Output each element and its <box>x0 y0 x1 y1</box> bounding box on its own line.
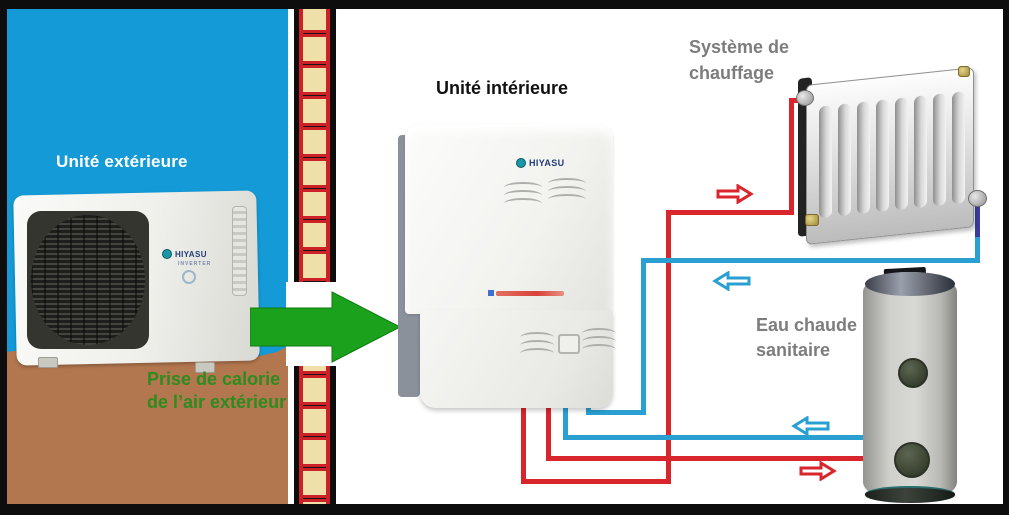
pipe-radiator-return-dark <box>975 205 980 238</box>
fan-grille-icon <box>31 215 145 345</box>
heating-system-label: Système de chauffage <box>689 34 789 86</box>
frame-top <box>0 0 1009 9</box>
heat-source-caption-line2: de l’air extérieur <box>147 392 287 412</box>
radiator-fin <box>819 105 832 219</box>
radiator-fin <box>857 101 870 215</box>
pipe-dhw-return <box>563 435 870 440</box>
outdoor-unit-foot <box>195 362 215 373</box>
flow-arrow-right-hot-icon <box>716 184 754 204</box>
pipe-heating-supply <box>666 210 671 484</box>
pipe-dhw-return <box>563 398 568 440</box>
tank-port <box>898 358 928 388</box>
dhw-label: Eau chaude sanitaire <box>756 313 857 363</box>
frame-right <box>1003 0 1009 515</box>
vent-lines-icon <box>520 332 554 343</box>
indoor-unit-brand: HIYASU <box>516 158 565 168</box>
radiator-fin <box>952 91 965 205</box>
flow-arrow-left-cold-icon <box>712 271 751 291</box>
heat-source-caption-line1: Prise de calorie <box>147 369 281 389</box>
vent-lines-icon <box>504 198 542 209</box>
flow-arrow-left-cold-icon <box>791 416 830 436</box>
indoor-unit-sticker <box>496 291 564 296</box>
pipe-radiator-return <box>641 258 646 415</box>
outdoor-unit-brand-sub: INVERTER <box>178 261 212 267</box>
brand-logo-icon <box>162 249 172 259</box>
radiator-fin <box>876 99 889 213</box>
pipe-heating-supply <box>789 98 794 215</box>
wall-bricks <box>303 0 326 505</box>
wall-gap <box>288 0 294 504</box>
frame-bottom <box>0 504 1009 515</box>
indoor-unit-label: Unité intérieure <box>436 78 569 98</box>
vent-lines-icon <box>520 348 554 359</box>
heat-source-caption: Prise de calorie de l’air extérieur <box>147 368 286 414</box>
outdoor-unit-brand: HIYASU <box>162 249 207 259</box>
pipe-heating-supply <box>521 398 526 484</box>
vent-lines-icon <box>548 186 586 197</box>
outdoor-unit-fan-frame <box>27 211 149 349</box>
wall-border-left <box>294 0 299 505</box>
indoor-unit-display <box>558 334 580 354</box>
vent-lines-icon <box>548 194 586 205</box>
brand-text: HIYASU <box>175 249 207 259</box>
radiator-fin <box>933 93 946 207</box>
heating-system-label-line2: chauffage <box>689 63 775 83</box>
pipe-heating-supply <box>666 210 794 215</box>
radiator-valve <box>968 190 987 207</box>
radiator-fin <box>838 103 851 217</box>
vent-lines-icon <box>582 344 616 355</box>
radiator-valve <box>958 66 970 77</box>
flow-arrow-right-hot-icon <box>799 461 837 481</box>
outdoor-ground <box>7 346 288 504</box>
pipe-heating-supply <box>521 479 671 484</box>
indoor-unit-lower-panel <box>420 310 613 408</box>
radiator-valve <box>805 214 819 226</box>
vent-lines-icon <box>504 190 542 201</box>
pipe-dhw-supply <box>546 456 870 461</box>
pipe-radiator-return <box>586 410 646 415</box>
vent-lines-icon <box>520 340 554 351</box>
indoor-unit <box>405 124 613 314</box>
heating-system-label-line1: Système de <box>689 37 790 57</box>
indoor-unit-sticker-icon <box>488 290 494 296</box>
heat-transfer-arrow-icon <box>250 291 402 363</box>
radiator <box>806 67 974 245</box>
brand-logo-icon <box>516 158 526 168</box>
wall-border-right <box>330 0 336 505</box>
outdoor-unit-foot <box>38 357 58 368</box>
radiator-fin <box>914 95 927 209</box>
outdoor-unit-side-vents <box>232 206 247 296</box>
pipe-radiator-return <box>643 258 980 263</box>
outdoor-unit-label: Unité extérieure <box>56 152 188 171</box>
pipe-radiator-return <box>975 237 980 263</box>
vent-lines-icon <box>582 328 616 339</box>
radiator-fin <box>895 97 908 211</box>
dhw-label-line1: Eau chaude <box>756 315 858 335</box>
dhw-label-line2: sanitaire <box>756 340 831 360</box>
brand-emblem-icon <box>182 270 196 284</box>
tank-port <box>894 442 930 478</box>
radiator-valve <box>796 90 814 106</box>
tank-top-cap <box>865 272 955 296</box>
vent-lines-icon <box>548 178 586 189</box>
brand-text: HIYASU <box>529 158 565 168</box>
pipe-dhw-supply <box>546 398 551 461</box>
vent-lines-icon <box>504 182 542 193</box>
vent-lines-icon <box>582 336 616 347</box>
tank-bottom-rim <box>865 486 955 503</box>
frame-left <box>0 0 7 515</box>
